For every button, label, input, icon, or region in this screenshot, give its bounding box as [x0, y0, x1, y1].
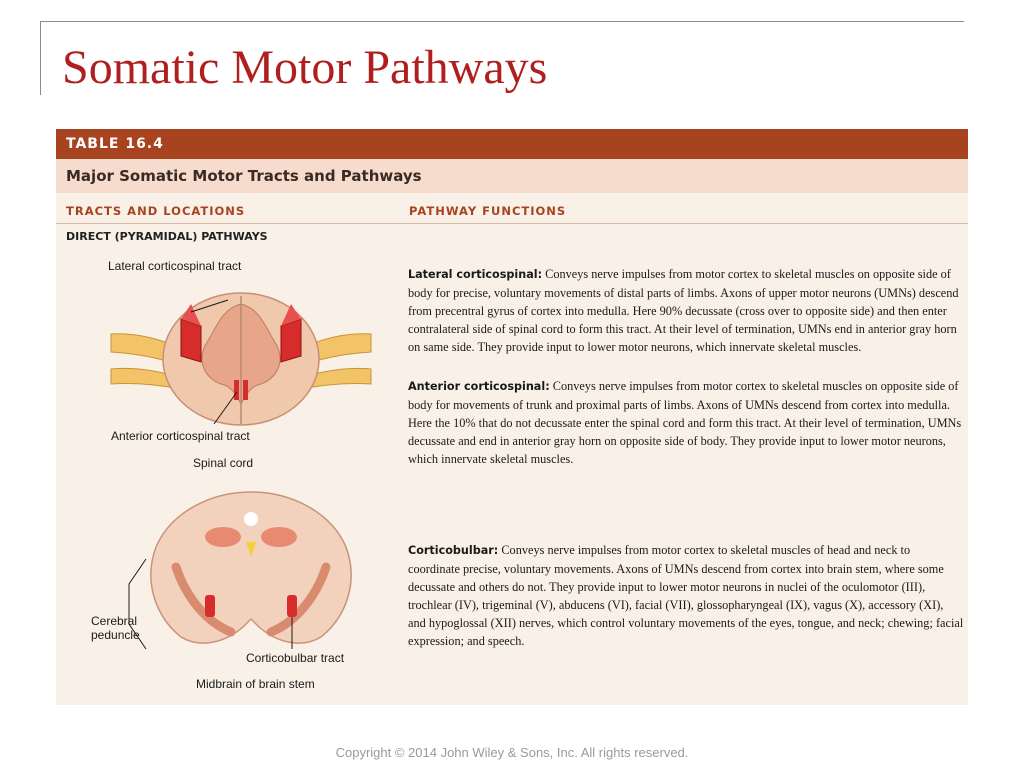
term-anterior-corticospinal: Anterior corticospinal:	[408, 380, 550, 393]
spinal-cord-illustration	[110, 292, 372, 426]
caption-midbrain: Midbrain of brain stem	[196, 677, 315, 691]
peduncle-bracket	[128, 558, 147, 650]
midbrain-illustration	[150, 491, 352, 649]
term-lateral-corticospinal: Lateral corticospinal:	[408, 268, 543, 281]
table-number: TABLE 16.4	[56, 129, 968, 159]
section-label-direct-pathways: DIRECT (PYRAMIDAL) PATHWAYS	[66, 230, 268, 243]
column-header-tracts: TRACTS AND LOCATIONS	[66, 204, 246, 218]
desc-anterior-corticospinal: Anterior corticospinal: Conveys nerve im…	[408, 377, 964, 468]
slide-title: Somatic Motor Pathways	[62, 41, 548, 94]
label-lateral-corticospinal-tract: Lateral corticospinal tract	[108, 259, 242, 273]
table-title: Major Somatic Motor Tracts and Pathways	[56, 159, 968, 193]
term-corticobulbar: Corticobulbar:	[408, 544, 499, 557]
copyright-footer: Copyright © 2014 John Wiley & Sons, Inc.…	[335, 745, 689, 760]
slide-top-rule	[40, 21, 964, 22]
label-cerebral-peduncle: Cerebral peduncle	[91, 614, 140, 642]
text-corticobulbar: Conveys nerve impulses from motor cortex…	[408, 543, 964, 649]
header-divider	[56, 223, 968, 224]
text-anterior-corticospinal: Conveys nerve impulses from motor cortex…	[408, 379, 962, 467]
label-anterior-corticospinal-tract: Anterior corticospinal tract	[111, 429, 250, 443]
caption-spinal-cord: Spinal cord	[193, 456, 254, 470]
desc-corticobulbar: Corticobulbar: Conveys nerve impulses fr…	[408, 541, 964, 651]
desc-lateral-corticospinal: Lateral corticospinal: Conveys nerve imp…	[408, 265, 964, 356]
label-corticobulbar-tract: Corticobulbar tract	[246, 651, 345, 665]
column-header-functions: PATHWAY FUNCTIONS	[409, 204, 567, 218]
text-lateral-corticospinal: Conveys nerve impulses from motor cortex…	[408, 267, 959, 355]
slide-left-rule	[40, 21, 41, 95]
table-panel: TABLE 16.4 Major Somatic Motor Tracts an…	[56, 129, 968, 705]
